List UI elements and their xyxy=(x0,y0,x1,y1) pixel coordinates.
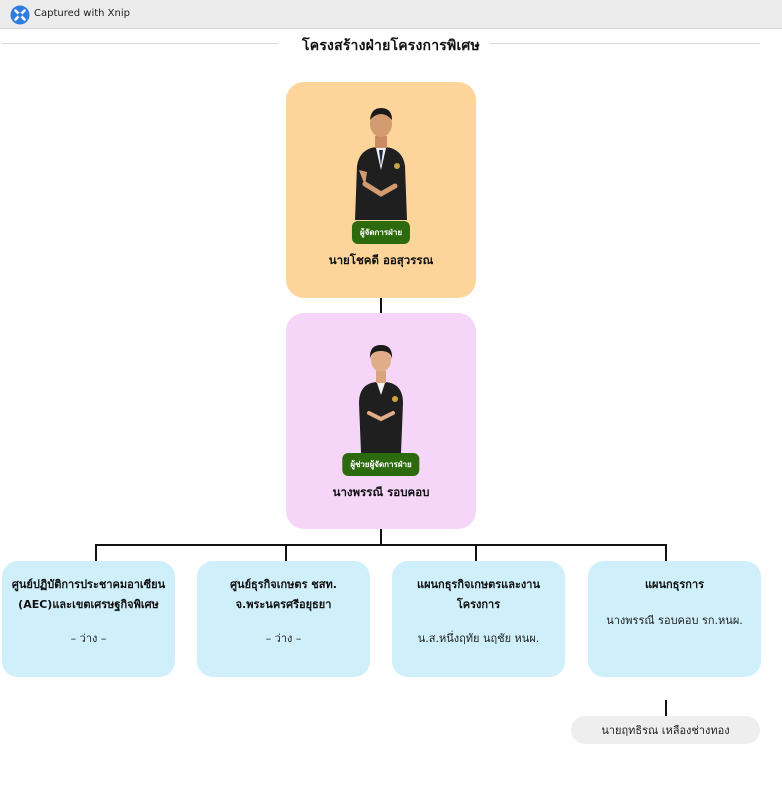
page-title: โครงสร้างฝ่ายโครงการพิเศษ xyxy=(0,35,782,57)
manager-role-badge: ผู้จัดการฝ่าย xyxy=(351,221,411,244)
assistant-photo xyxy=(359,345,403,453)
manager-photo xyxy=(355,108,407,220)
unit-person: – ว่าง – xyxy=(70,632,107,645)
manager-name: นายโชคดี ออสุวรรณ xyxy=(328,253,434,267)
unit-card-agri-center: ศูนย์ธุรกิจเกษตร ชสท. จ.พระนครศรีอยุธยา … xyxy=(197,561,370,677)
unit-title: แผนกธุรกิจเกษตรและงาน โครงการ xyxy=(417,578,540,611)
window-title: Captured with Xnip xyxy=(34,8,130,19)
staff-pill: นายฤทธิรณ เหลืองช่างทอง xyxy=(571,716,760,744)
unit-title: ศูนย์ธุรกิจเกษตร ชสท. จ.พระนครศรีอยุธยา xyxy=(230,578,337,611)
xnip-app-icon xyxy=(10,5,30,25)
assistant-role-badge: ผู้ช่วยผู้จัดการฝ่าย xyxy=(342,453,420,476)
unit-title: ศูนย์ปฏิบัติการประชาคมอาเซียน (AEC)และเข… xyxy=(11,578,166,611)
unit-title: แผนกธุรการ xyxy=(644,578,705,591)
unit-card-admin: แผนกธุรการ นางพรรณี รอบคอบ รก.หนผ. xyxy=(588,561,761,677)
manager-card: ผู้จัดการฝ่าย นายโชคดี ออสุวรรณ xyxy=(286,82,476,298)
unit-card-agri-projects: แผนกธุรกิจเกษตรและงาน โครงการ น.ส.หนึ่งฤ… xyxy=(392,561,565,677)
unit-card-aec: ศูนย์ปฏิบัติการประชาคมอาเซียน (AEC)และเข… xyxy=(2,561,175,677)
header-rule-right xyxy=(484,43,760,44)
assistant-name: นางพรรณี รอบคอบ xyxy=(332,485,430,499)
window-titlebar: Captured with Xnip xyxy=(0,0,782,29)
unit-person: น.ส.หนึ่งฤทัย นฤชัย หนผ. xyxy=(417,632,540,645)
unit-person: – ว่าง – xyxy=(265,632,302,645)
unit-person: นางพรรณี รอบคอบ รก.หนผ. xyxy=(606,614,743,627)
assistant-card: ผู้ช่วยผู้จัดการฝ่าย นางพรรณี รอบคอบ xyxy=(286,313,476,529)
header-rule-left xyxy=(2,43,278,44)
